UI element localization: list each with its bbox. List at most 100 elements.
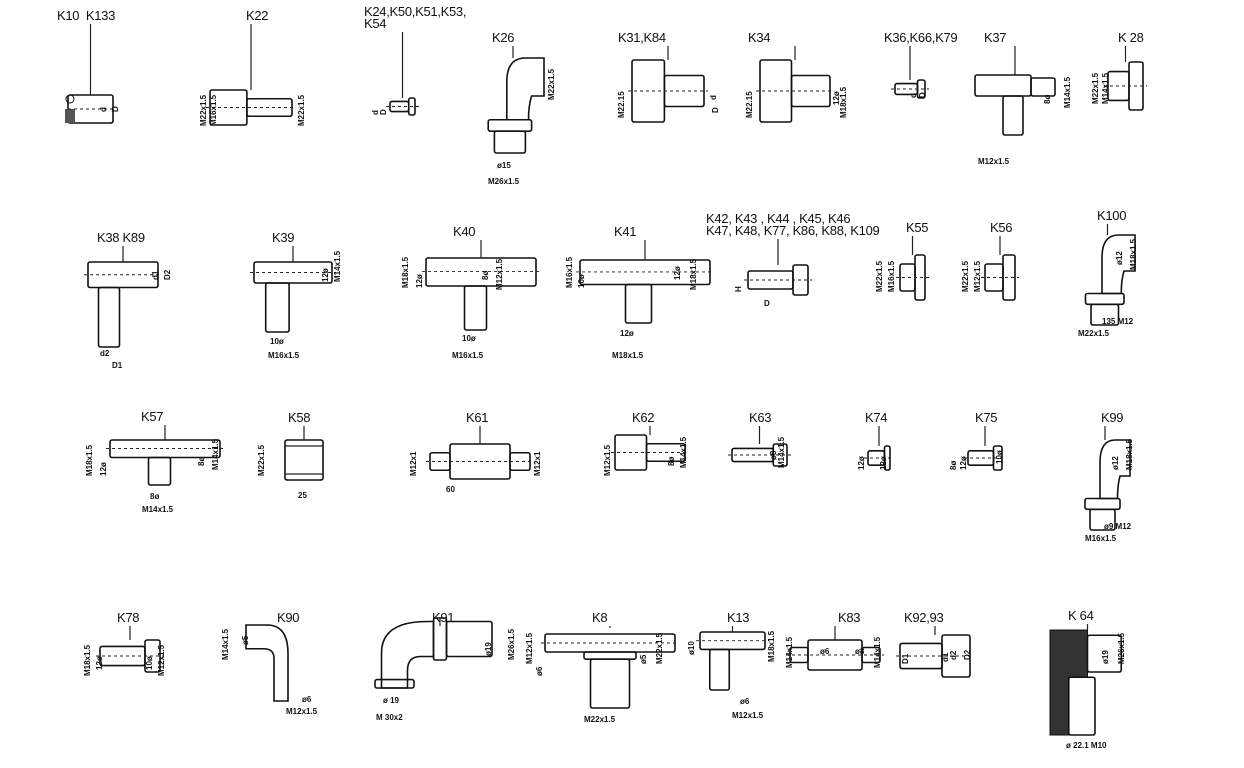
pin-head: [65, 94, 75, 104]
dimension-label: d: [709, 95, 718, 100]
dimension-label: 12ø: [321, 268, 330, 282]
dimension-label: 8ø: [481, 270, 490, 280]
dimension-label: 12ø: [620, 329, 634, 338]
fitting-outline: [1030, 77, 1056, 97]
fitting-k8: [541, 626, 679, 709]
dimension-label: M12x1.5: [732, 711, 764, 720]
fitting-k34: [756, 46, 834, 123]
part-label: K58: [288, 410, 311, 425]
part-label: K90: [277, 610, 300, 625]
dimension-label: M22x1.5: [1078, 329, 1110, 338]
dimension-label: 135 M12: [1102, 317, 1134, 326]
part-label: K91: [432, 610, 455, 625]
fitting-outline: [1084, 292, 1125, 306]
fitting-k78: [96, 626, 164, 673]
part-label: K24,K50,K51,K53, K54: [364, 4, 467, 31]
dimension-label: 12ø: [857, 456, 866, 470]
dimension-label: M12x1.5: [525, 632, 534, 664]
dimension-label: ø6: [740, 697, 750, 706]
dimension-label: M14x1.5: [679, 436, 688, 468]
dimension-label: ø9 M12: [1104, 522, 1132, 531]
fitting-k41: [576, 240, 714, 324]
dimension-label: M18x1.5: [1129, 238, 1138, 270]
dimension-label: 12ø: [673, 266, 682, 280]
dimension-label: ø5: [639, 654, 648, 664]
dimension-label: ø12: [1111, 456, 1120, 470]
dimension-label: M16x1.5: [887, 260, 896, 292]
hatched-section: [65, 109, 75, 123]
dimension-label: M16x1.5: [452, 351, 484, 360]
dimension-label: d: [99, 107, 108, 112]
dimension-label: d1: [151, 270, 160, 280]
part-label: K40: [453, 224, 476, 239]
dimension-label: 25: [298, 491, 307, 500]
fitting-k56: [981, 236, 1019, 301]
dimension-label: M12x1.5: [157, 644, 166, 676]
part-label: K10 K133: [57, 8, 116, 23]
dimension-label: M12x1: [409, 451, 418, 476]
dimension-label: D1: [112, 361, 123, 370]
part-label: K34: [748, 30, 771, 45]
part-label: K26: [492, 30, 515, 45]
fitting-k38: [84, 246, 162, 348]
dimension-label: ø10: [687, 641, 696, 655]
elbow-body: [245, 624, 289, 702]
fitting-k100: [1084, 224, 1136, 326]
fitting-k: [1049, 624, 1123, 736]
part-label: K37: [984, 30, 1007, 45]
part-label: K74: [865, 410, 888, 425]
part-label: K42, K43 , K44 , K45, K46 K47, K48, K77,…: [706, 211, 880, 238]
dimension-label: 10ø: [270, 337, 284, 346]
dimension-label: M22x1.5: [961, 260, 970, 292]
dimension-label: M22.15: [617, 91, 626, 118]
fitting-k62: [611, 426, 689, 471]
fitting-k99: [1084, 426, 1131, 531]
dimension-label: 8ø: [1043, 94, 1052, 104]
dimension-label: M14x1.5: [333, 250, 342, 282]
fitting-outline: [1086, 634, 1123, 673]
dimension-label: M16x1.5: [209, 94, 218, 126]
dimension-label: M22.15: [745, 91, 754, 118]
dimension-label: M18x1.5: [83, 644, 92, 676]
dimension-label: D: [379, 109, 388, 115]
part-label: K63: [749, 410, 772, 425]
dimension-label: ø19: [484, 642, 493, 656]
dimension-label: 10ø: [462, 334, 476, 343]
fitting-outline: [1067, 676, 1096, 736]
dimension-label: M22x1.5: [199, 94, 208, 126]
fitting-outline: [974, 74, 1032, 97]
fitting-outline: [493, 130, 527, 154]
part-label: K92,93: [904, 610, 944, 625]
dimension-label: M14x1.5: [142, 505, 174, 514]
dimension-label: D: [764, 299, 770, 308]
fitting-outline: [772, 443, 788, 467]
fitting-outline: [407, 97, 416, 116]
fitting-k31: [628, 46, 708, 123]
dimension-label: ø12: [1115, 251, 1124, 265]
dimension-label: M 30x2: [376, 713, 403, 722]
dimension-label: M18x1.5: [839, 86, 848, 118]
dimension-label: D2: [963, 649, 972, 660]
fitting-k40: [422, 240, 540, 331]
fitting-k26: [487, 46, 545, 154]
fitting-k37: [974, 46, 1056, 136]
fitting-k57: [106, 425, 224, 486]
dimension-label: 60: [446, 485, 455, 494]
dimension-label: M22x1.5: [257, 444, 266, 476]
fitting-outline: [861, 646, 881, 664]
elbow-body: [506, 57, 545, 121]
dimension-label: d2: [949, 650, 958, 660]
elbow-body: [1101, 234, 1136, 295]
fitting-outline: [1089, 508, 1116, 531]
fitting-k: [1104, 46, 1147, 111]
fitting-k90: [245, 624, 289, 702]
dimension-label: M26x1.5: [488, 177, 520, 186]
dimension-label: M12x1.5: [603, 444, 612, 476]
part-label: K22: [246, 8, 269, 23]
dimension-label: 12ø: [99, 462, 108, 476]
dimension-label: M22x1.5: [584, 715, 616, 724]
fitting-k63: [728, 426, 791, 467]
dimension-label: D: [711, 107, 720, 113]
dimension-label: M12x1.5: [286, 707, 318, 716]
dimension-label: 8ø: [949, 460, 958, 470]
